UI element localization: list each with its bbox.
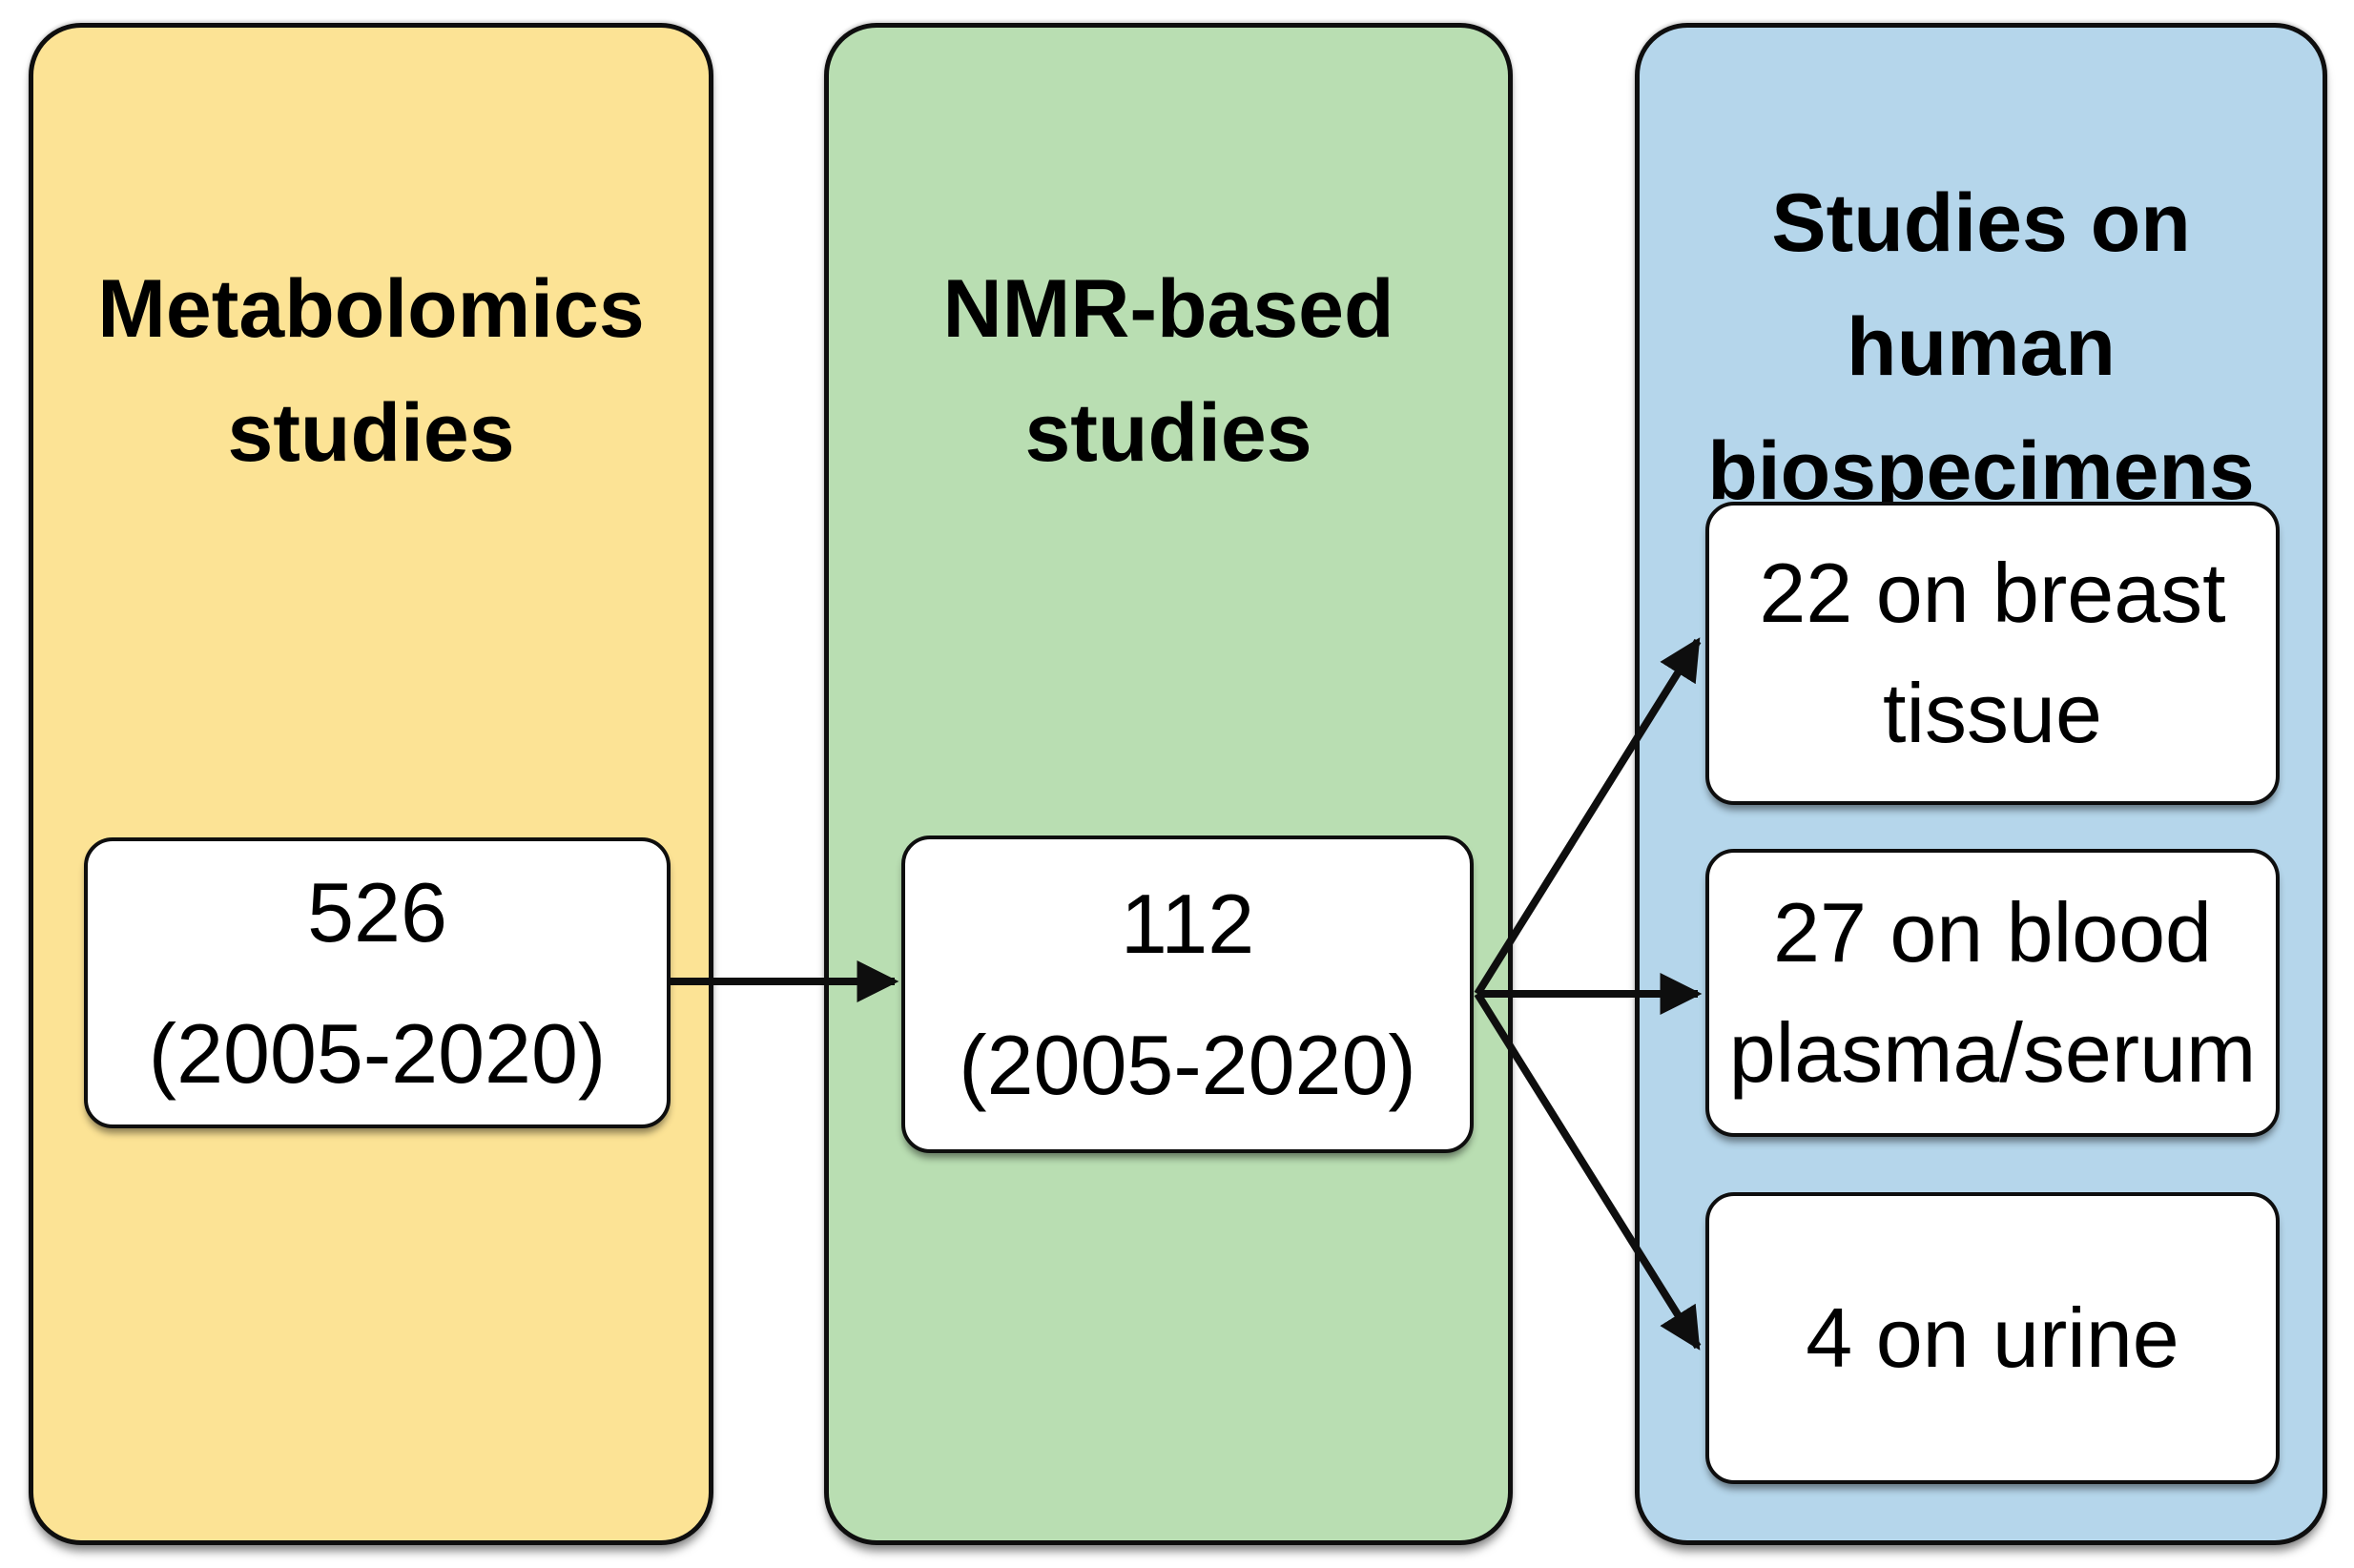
count-years: (2005-2020) [148,1005,607,1101]
title-line: Studies on [1771,177,2191,269]
title-line: Metabolomics [97,263,645,355]
count-box-urine: 4 on urine [1705,1192,2280,1484]
count-years: (2005-2020) [959,1017,1416,1112]
count-line: plasma/serum [1728,1005,2257,1100]
panel-metabolomics-studies: Metabolomics studies 526 (2005-2020) [29,23,713,1545]
panel-title-biospecimens: Studies on human biospecimens [1640,28,2323,533]
count-box-526: 526 (2005-2020) [84,837,671,1128]
count-box-blood-plasma-serum: 27 on blood plasma/serum [1705,849,2280,1137]
count-value: 112 [1120,876,1255,971]
panel-human-biospecimens: Studies on human biospecimens 22 on brea… [1635,23,2327,1545]
panel-nmr-based-studies: NMR-based studies 112 (2005-2020) [824,23,1513,1545]
count-line: 22 on breast [1759,546,2226,640]
count-line: 27 on blood [1773,885,2212,980]
count-line: 4 on urine [1806,1290,2179,1385]
title-line: human [1847,301,2116,393]
title-line: studies [227,387,515,479]
count-line: tissue [1883,666,2102,760]
count-value: 526 [307,864,447,959]
panel-title-metabolomics: Metabolomics studies [33,28,709,495]
title-line: studies [1024,387,1312,479]
panel-title-nmr: NMR-based studies [829,28,1508,495]
count-box-breast-tissue: 22 on breast tissue [1705,502,2280,805]
count-box-112: 112 (2005-2020) [901,836,1474,1153]
title-line: NMR-based [942,263,1394,355]
